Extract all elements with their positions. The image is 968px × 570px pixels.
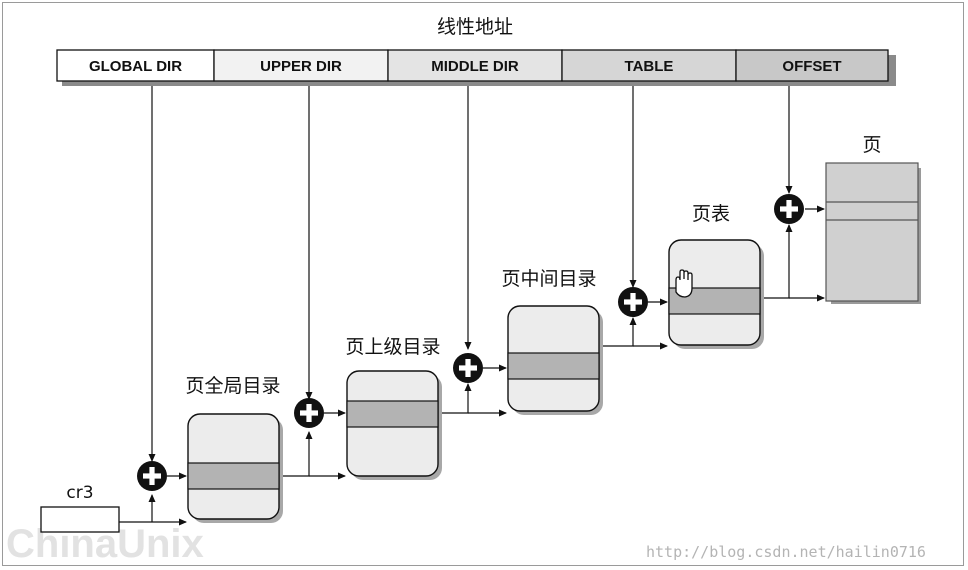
- page-table-1: 页全局目录: [185, 375, 283, 523]
- cr3-box: [40, 506, 120, 533]
- linear-address-title: 线性地址: [437, 16, 513, 38]
- watermark-url: http://blog.csdn.net/hailin0716: [646, 543, 926, 561]
- table-label: 页全局目录: [185, 375, 280, 397]
- page-table-3: 页中间目录: [501, 268, 603, 415]
- page-box: [825, 162, 919, 302]
- table-entry: [507, 352, 600, 380]
- field-label: UPPER DIR: [260, 58, 342, 75]
- page-table-2: 页上级目录: [345, 336, 442, 480]
- table-label: 页上级目录: [345, 336, 440, 358]
- adder-plus-icon: [294, 398, 324, 428]
- table-entry: [346, 400, 439, 428]
- table2-to-adder3: [438, 383, 472, 414]
- page-table-4: 页表: [668, 203, 764, 349]
- field-global-dir: GLOBAL DIR: [56, 49, 215, 82]
- cr3-register: cr3: [40, 483, 120, 533]
- field-offset: OFFSET: [735, 49, 889, 82]
- page-label: 页: [862, 134, 881, 156]
- field-label: GLOBAL DIR: [89, 58, 182, 75]
- table-label: 页表: [692, 203, 730, 225]
- field-middle-dir: MIDDLE DIR: [387, 49, 563, 82]
- field-label: TABLE: [625, 58, 674, 75]
- table1-to-adder2: [279, 431, 313, 477]
- adder-plus-icon: [618, 287, 648, 317]
- table-entry: [187, 462, 280, 490]
- field-label: MIDDLE DIR: [431, 58, 519, 75]
- adder-plus-icon: [774, 194, 804, 224]
- field-label: OFFSET: [782, 58, 841, 75]
- cr3-label: cr3: [66, 483, 93, 503]
- adder-plus-icon: [453, 353, 483, 383]
- table4-to-adder5: [760, 224, 793, 299]
- hand-cursor-icon: [675, 269, 693, 298]
- field-upper-dir: UPPER DIR: [213, 49, 389, 82]
- page: 页: [825, 134, 921, 304]
- table-label: 页中间目录: [501, 268, 596, 290]
- table3-to-adder4: [599, 317, 637, 347]
- linear-address-bar: GLOBAL DIR UPPER DIR MIDDLE DIR TABLE OFFSET: [56, 49, 896, 86]
- field-table: TABLE: [561, 49, 737, 82]
- adder-plus-icon: [137, 461, 167, 491]
